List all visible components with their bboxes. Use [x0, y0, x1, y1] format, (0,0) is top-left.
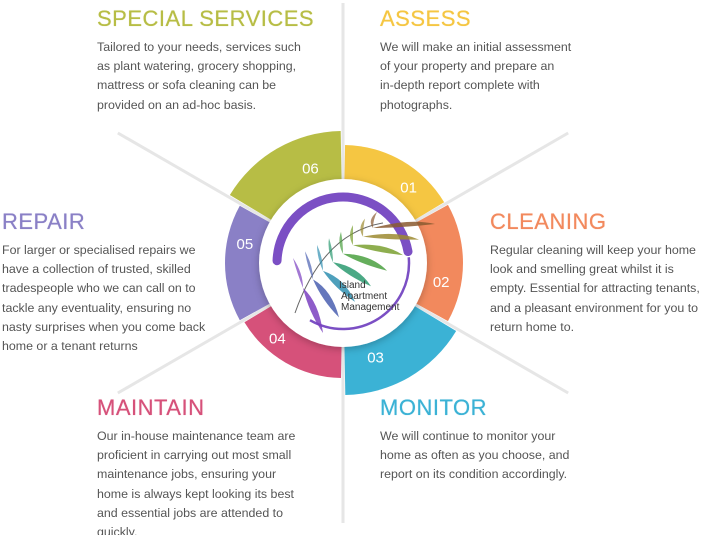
divider-ray [411, 301, 569, 395]
desc-line: mattress or sofa cleaning can be [97, 78, 277, 93]
desc-line: home is always kept looking its best [97, 486, 294, 501]
step-title: REPAIR [2, 209, 86, 234]
step-description: For larger or specialised repairs we have… [2, 241, 205, 356]
desc-line: For larger or specialised repairs we [2, 243, 196, 257]
step-number: 03 [367, 350, 384, 367]
logo-text: Apartment [341, 291, 387, 302]
step-repair: REPAIR For larger or specialised repairs… [2, 209, 205, 356]
logo-disc [259, 179, 427, 347]
palm-leaf [323, 270, 355, 302]
step-description: Our in-house maintenance team are profici… [97, 427, 295, 535]
desc-line: and essential jobs are attended to [97, 505, 283, 520]
palm-leaf [339, 231, 343, 254]
desc-line: of your property and prepare an [380, 59, 555, 74]
desc-line: nasty surprises when you come back [2, 319, 206, 334]
step-special-services: SPECIAL SERVICES Tailored to your needs,… [97, 6, 314, 115]
step-title: MONITOR [380, 395, 487, 420]
step-title: SPECIAL SERVICES [97, 6, 315, 31]
palm-leaf [360, 218, 365, 237]
palm-leaf [313, 279, 339, 318]
divider-ray [117, 131, 275, 225]
step-monitor: MONITOR We will continue to monitor your… [380, 395, 569, 485]
divider-ray [411, 131, 569, 225]
desc-line: We will make an initial assessment [380, 40, 572, 54]
desc-line: return home to. [490, 319, 575, 334]
logo-ring-thin [309, 257, 411, 331]
desc-line: look and smelling great whilst it is [490, 262, 674, 277]
desc-line: home as often as you choose, and [380, 448, 570, 463]
step-number: 06 [302, 160, 319, 177]
palm-leaf [303, 288, 323, 333]
palm-leaf [333, 262, 371, 287]
palm-leaf [293, 258, 303, 288]
desc-line: photographs. [380, 97, 453, 112]
step-description: We will continue to monitor your home as … [380, 427, 569, 485]
palm-leaf [317, 244, 323, 271]
desc-line: provided on an ad-hoc basis. [97, 97, 257, 112]
palm-leaf [328, 238, 333, 263]
step-number: 01 [400, 180, 417, 197]
desc-line: as plant watering, grocery shopping, [97, 59, 297, 74]
step-title: CLEANING [490, 209, 607, 234]
desc-line: quickly. [97, 525, 138, 535]
step-number: 04 [269, 330, 286, 347]
desc-line: proficient in carrying out most small [97, 448, 292, 463]
desc-line: report on its condition accordingly. [380, 467, 568, 482]
desc-line: tackle any eventuality, ensuring no [2, 300, 192, 315]
desc-line: in-depth report complete with [380, 78, 540, 93]
step-title: MAINTAIN [97, 395, 205, 420]
logo-text: Management [341, 302, 400, 313]
palm-leaf [370, 212, 377, 228]
desc-line: maintenance jobs, ensuring your [97, 467, 277, 482]
step-maintain: MAINTAIN Our in-house maintenance team a… [97, 395, 295, 535]
step-description: We will make an initial assessment of you… [380, 38, 571, 115]
desc-line: Our in-house maintenance team are [97, 429, 296, 443]
palm-leaf [343, 253, 387, 271]
desc-line: have a collection of trusted, skilled [2, 262, 191, 277]
palm-leaf [305, 251, 313, 280]
palm-leaf [363, 233, 419, 240]
step-description: Regular cleaning will keep your home look… [490, 241, 700, 337]
step-number: 05 [236, 236, 253, 253]
step-number: 02 [433, 274, 450, 291]
desc-line: and a pleasant environment for you to [490, 300, 699, 315]
desc-line: home or a tenant returns [2, 339, 138, 354]
palm-leaf [373, 221, 435, 228]
palm-leaf [353, 244, 403, 256]
palm-leaf [350, 225, 353, 246]
step-title: ASSESS [380, 6, 472, 31]
desc-line: Regular cleaning will keep your home [490, 243, 696, 257]
logo-text: Island [339, 280, 366, 291]
desc-line: We will continue to monitor your [380, 429, 556, 443]
desc-line: empty. Essential for attracting tenants, [490, 281, 700, 296]
step-cleaning: CLEANING Regular cleaning will keep your… [490, 209, 700, 337]
step-assess: ASSESS We will make an initial assessmen… [380, 6, 571, 115]
desc-line: Tailored to your needs, services such [97, 40, 301, 54]
desc-line: tradespeople who we can call on to [2, 281, 196, 296]
step-description: Tailored to your needs, services such as … [97, 38, 314, 115]
divider-ray [117, 301, 275, 395]
